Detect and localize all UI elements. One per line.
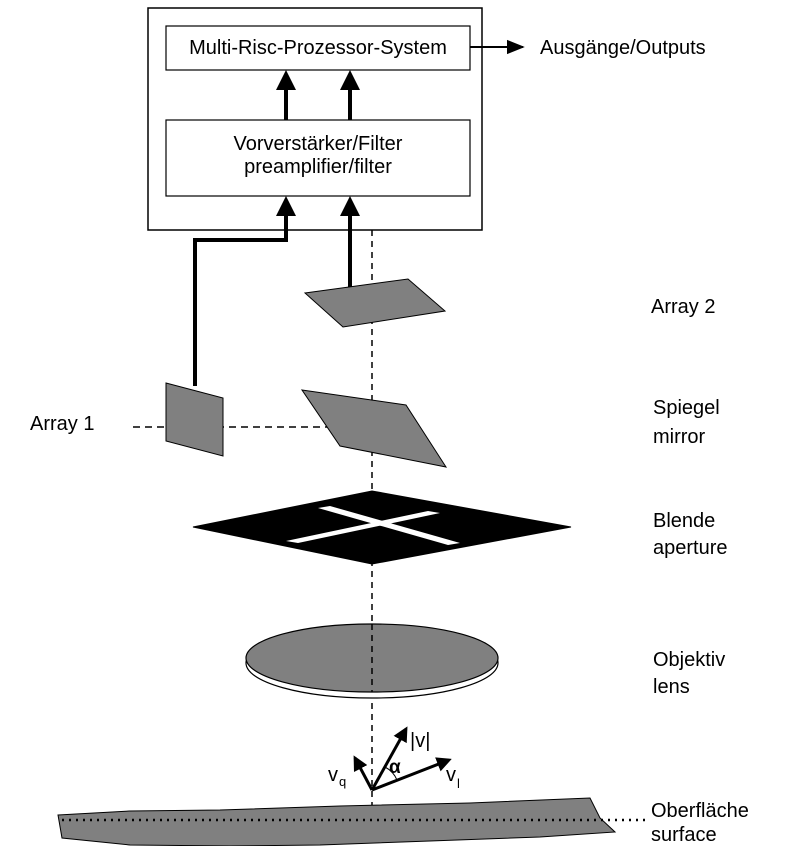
lens-label-de: Objektiv (653, 649, 725, 671)
surface (57, 797, 617, 846)
vl-subscript: l (457, 776, 460, 791)
preamp-box (165, 119, 471, 197)
surface-label-de: Oberfläche (651, 800, 749, 822)
velocity-lateral-vector (371, 757, 452, 792)
aperture-label-de: Blende (653, 510, 715, 532)
vq-label: v (328, 764, 338, 786)
velocity-vector (370, 726, 408, 791)
aperture-slit-2 (286, 511, 440, 543)
array2-sensor (303, 278, 447, 328)
array1-sensor (165, 382, 224, 457)
processor-label: Multi-Risc-Prozessor-System (189, 37, 447, 59)
aperture-label-en: aperture (653, 537, 728, 559)
array1-signal-line (193, 196, 296, 386)
angle-arc (384, 766, 398, 781)
preamp-label-de: Vorverstärker/Filter (234, 133, 403, 155)
aperture (192, 490, 572, 565)
surface-label-en: surface (651, 824, 717, 846)
vl-label: v (446, 764, 456, 786)
lens-label-en: lens (653, 676, 690, 698)
alpha-label: α (389, 757, 401, 778)
velocity-abs-label: |v| (410, 730, 430, 752)
mirror (300, 389, 448, 468)
mirror-label-en: mirror (653, 426, 706, 448)
processor-box (165, 25, 471, 71)
aperture-slit-1 (318, 506, 460, 545)
outputs-label: Ausgänge/Outputs (540, 37, 706, 59)
array1-label: Array 1 (30, 413, 94, 435)
housing-box (147, 7, 483, 231)
array2-label: Array 2 (651, 296, 715, 318)
velocity-transverse-vector (353, 755, 374, 791)
vq-subscript: q (339, 774, 346, 789)
preamp-label-en: preamplifier/filter (244, 156, 392, 178)
mirror-label-de: Spiegel (653, 397, 720, 419)
